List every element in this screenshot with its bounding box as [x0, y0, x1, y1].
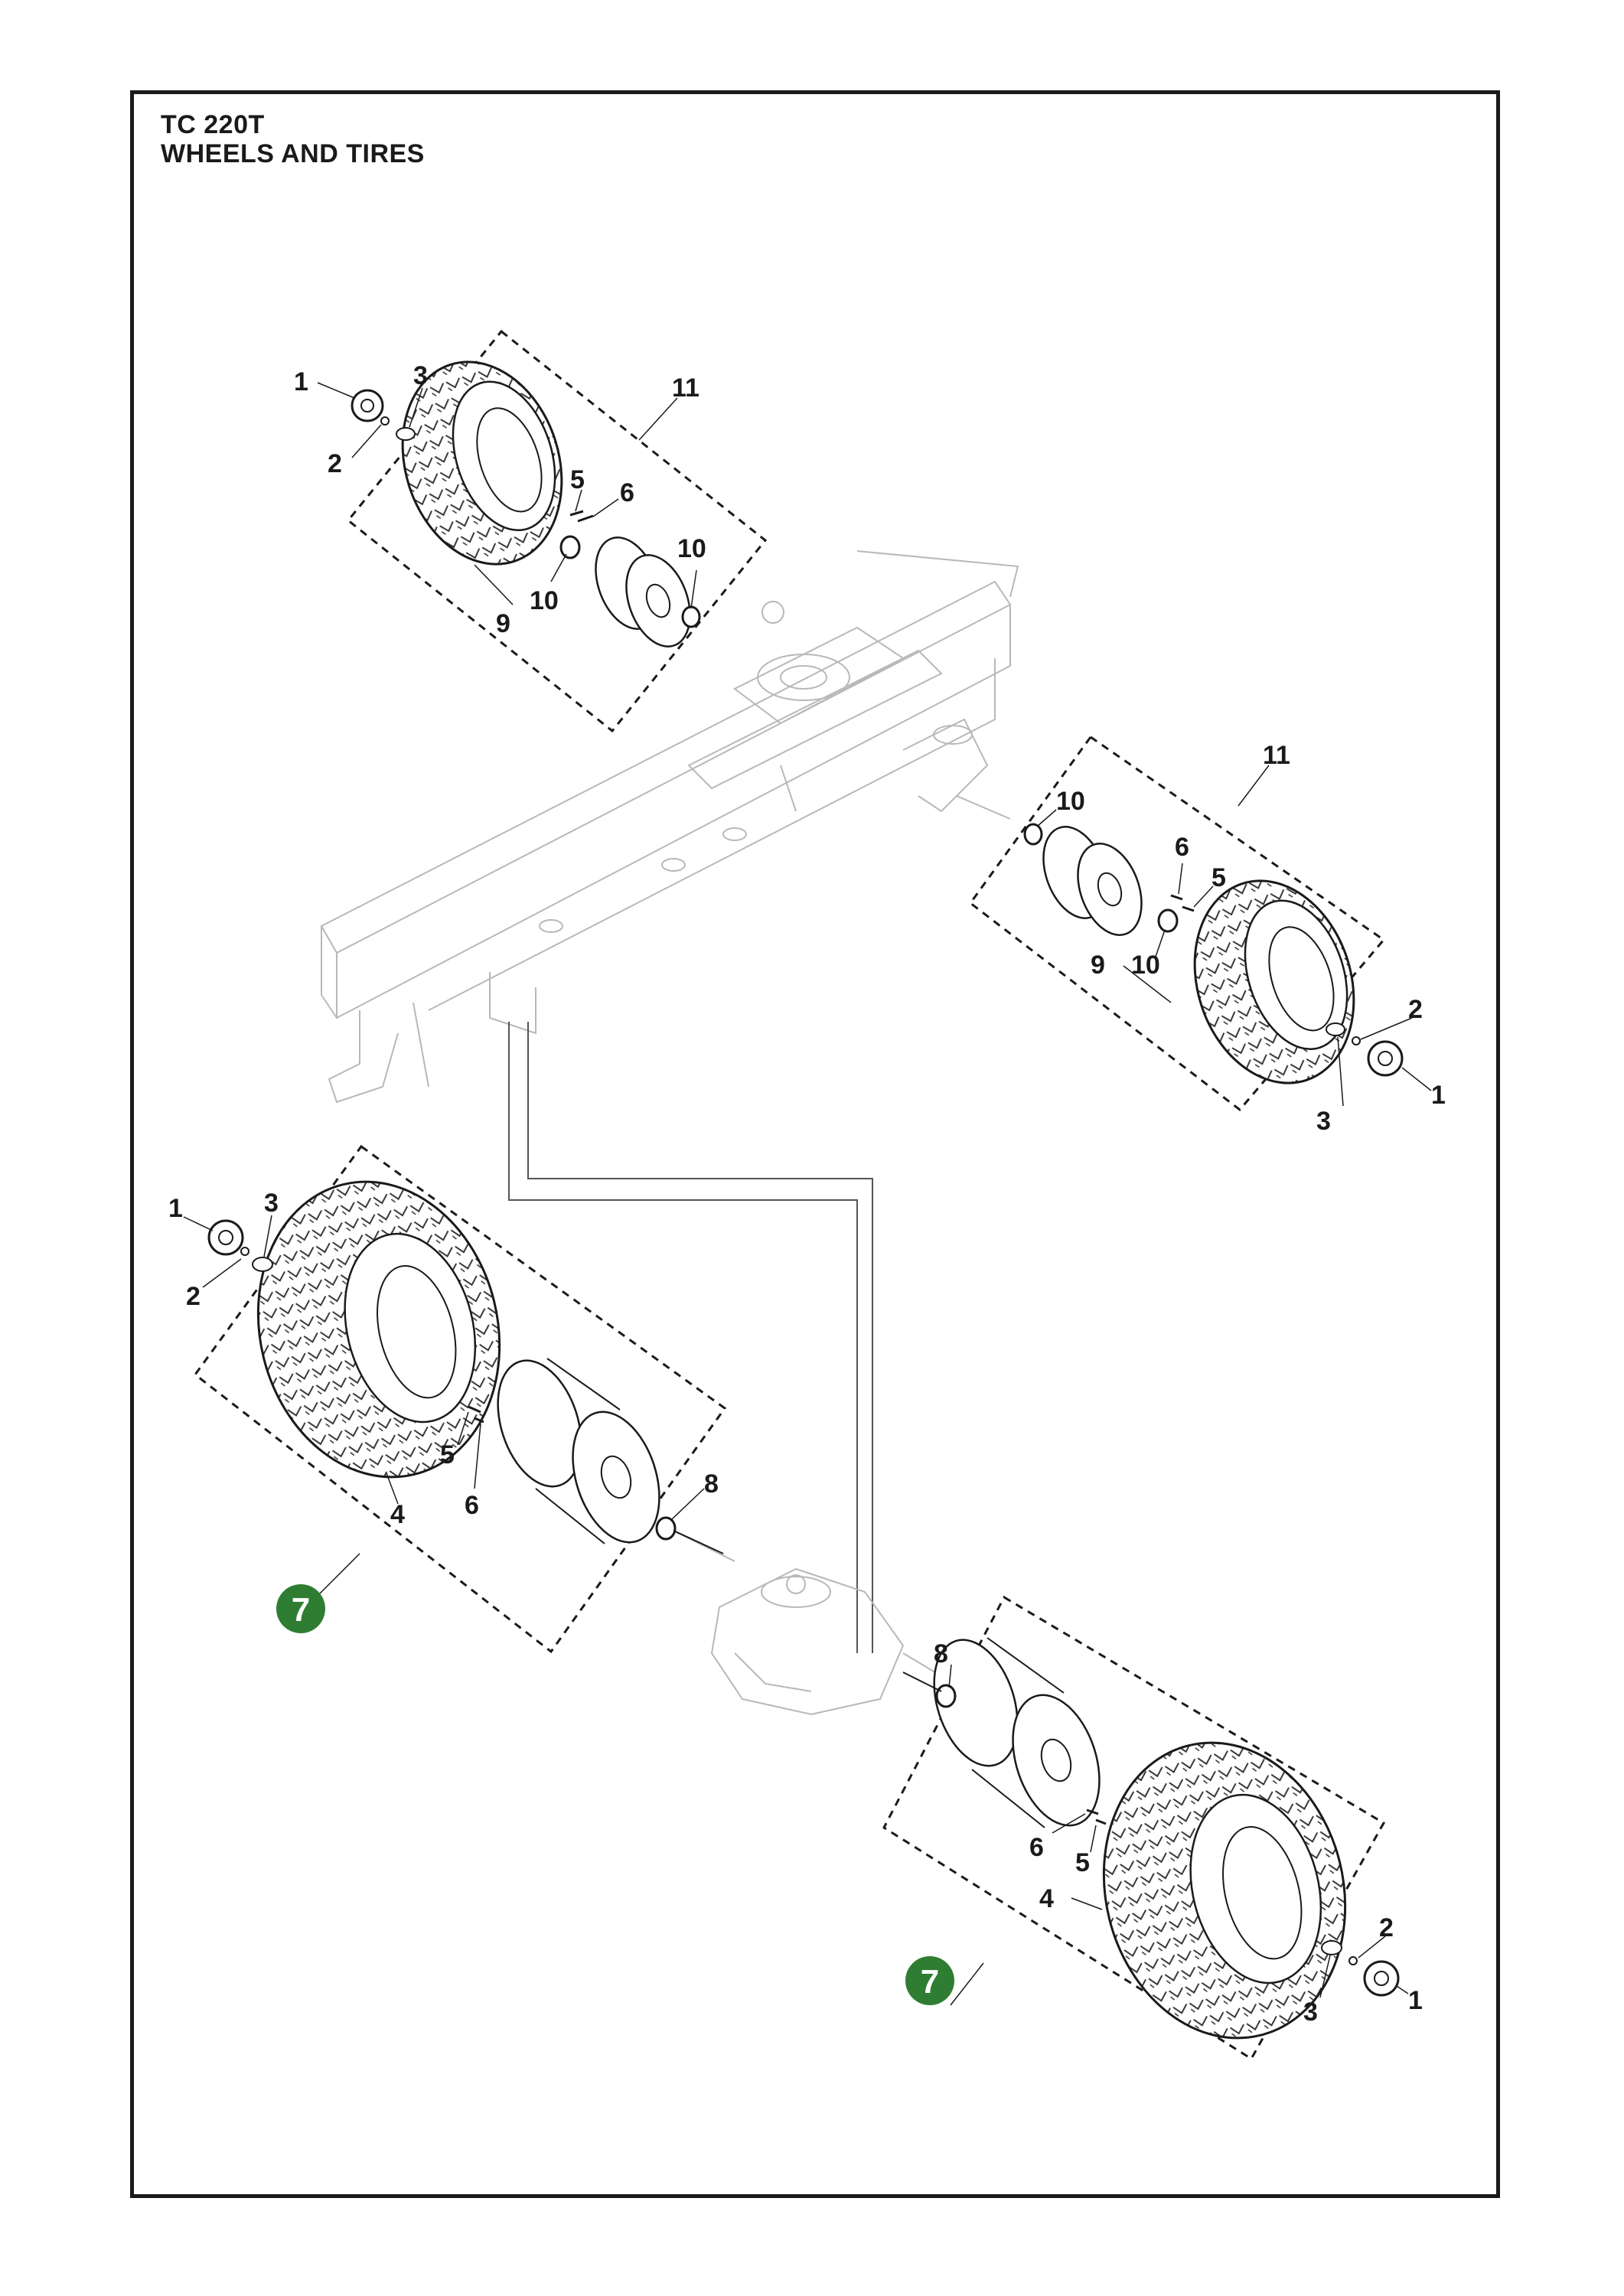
callout-tire: 9 — [1091, 951, 1105, 980]
assembly-outline — [882, 1595, 1386, 2061]
callout-valve-screw: 5 — [1211, 863, 1226, 892]
callout-washer: 3 — [1316, 1107, 1331, 1136]
callout-hubcap: 1 — [1431, 1081, 1446, 1110]
hubcap-icon — [1363, 1960, 1400, 1997]
callout-clip: 2 — [1379, 1913, 1394, 1942]
callout-bearing-outer: 10 — [677, 534, 706, 563]
callout-valve: 6 — [1029, 1833, 1044, 1862]
callout-tire: 4 — [1039, 1884, 1054, 1913]
callout-hubcap: 1 — [1408, 1986, 1423, 2015]
callout-clip: 2 — [1408, 995, 1423, 1024]
callout-clip: 2 — [328, 449, 342, 478]
front-left-wheel-assembly: 1 3 2 5 6 10 10 9 11 — [294, 329, 768, 733]
callout-valve: 6 — [465, 1491, 479, 1520]
callout-tire: 4 — [390, 1500, 405, 1529]
callout-spacer: 8 — [704, 1469, 719, 1499]
tire-front-right — [1193, 879, 1355, 1084]
tire-rear-left — [256, 1180, 501, 1479]
rim-front-right — [1042, 826, 1143, 936]
section-title: WHEELS AND TIRES — [161, 139, 425, 168]
page-border — [130, 90, 1500, 2198]
assembly-outline — [346, 329, 768, 733]
callout-bearing-outer: 10 — [1131, 951, 1160, 980]
transaxle-ghost — [673, 1530, 942, 1716]
front-right-wheel-assembly: 10 6 5 10 9 11 2 3 1 — [968, 735, 1446, 1136]
callout-clip: 2 — [186, 1282, 201, 1311]
hubcap-icon — [207, 1219, 244, 1256]
kit-badge: 7 — [905, 1956, 954, 2005]
callout-valve-screw: 5 — [440, 1440, 455, 1469]
callout-tire: 9 — [496, 609, 510, 638]
callout-valve: 6 — [620, 478, 634, 507]
callout-assembly: 11 — [1263, 741, 1290, 770]
callout-bearing-inner: 10 — [530, 586, 559, 615]
kit-badge-label: 7 — [921, 1963, 939, 2001]
kit-badge: 7 — [276, 1584, 325, 1633]
callout-hubcap: 1 — [168, 1194, 183, 1223]
tire-front-left — [401, 360, 563, 566]
callout-washer: 3 — [413, 361, 428, 390]
callout-washer: 3 — [1303, 1998, 1318, 2027]
rim-rear-left — [497, 1358, 660, 1544]
callout-washer: 3 — [264, 1189, 279, 1218]
kit-badge-label: 7 — [292, 1591, 310, 1629]
model-title: TC 220T — [161, 110, 265, 139]
tractor-frame-ghost — [320, 550, 1019, 1104]
callout-valve-screw: 5 — [1075, 1848, 1090, 1877]
callout-bearing-inner: 10 — [1056, 787, 1085, 816]
callout-spacer: 8 — [934, 1639, 948, 1668]
rear-right-wheel-assembly: 8 6 5 4 2 3 1 7 — [882, 1595, 1423, 2061]
linkage-rod — [508, 1022, 873, 1653]
callout-assembly: 11 — [672, 373, 699, 403]
callout-valve: 6 — [1175, 833, 1189, 862]
callout-valve-screw: 5 — [570, 465, 585, 494]
callout-hubcap: 1 — [294, 367, 308, 396]
rim-rear-right — [933, 1637, 1101, 1828]
assembly-outline — [193, 1144, 727, 1654]
hubcap-icon — [1367, 1040, 1404, 1077]
rear-left-wheel-assembly: 1 3 2 5 6 4 8 7 — [168, 1144, 727, 1654]
assembly-outline — [968, 735, 1386, 1112]
hubcap-icon — [351, 389, 384, 422]
tire-rear-right — [1102, 1741, 1347, 2040]
rim-front-left — [595, 536, 691, 647]
